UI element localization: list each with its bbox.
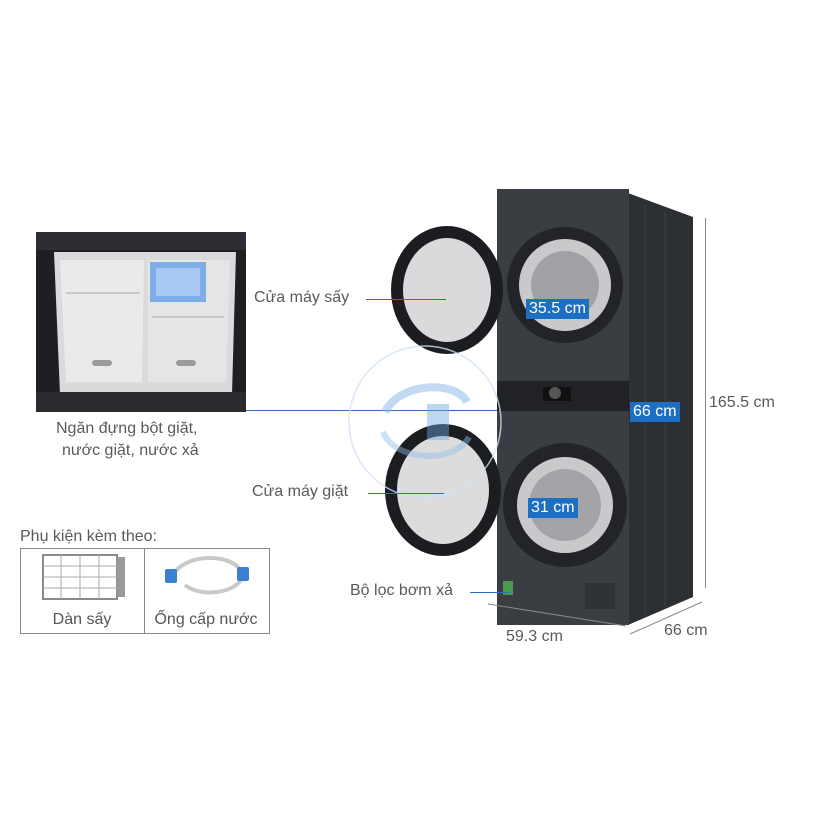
dryer-door-label: Cửa máy sấy <box>254 289 350 306</box>
accessory-water-hose-box <box>144 548 270 634</box>
width-dimension: 59.3 cm <box>506 628 563 645</box>
depth-front-dimension: 66 cm <box>630 402 680 422</box>
accessory-water-hose-label: Ống cấp nước <box>154 611 258 628</box>
water-hose-icon <box>165 556 249 595</box>
washer-door-label: Cửa máy giặt <box>252 483 349 500</box>
washer-dryer-illustration <box>385 185 715 640</box>
detergent-label-line2: nước giặt, nước xả <box>62 442 199 459</box>
detergent-leader-line <box>246 410 514 411</box>
height-dimension-line <box>705 218 706 588</box>
accessories-title: Phụ kiện kèm theo: <box>20 528 157 545</box>
dryer-rack-icon <box>42 554 125 600</box>
width-dimension-line <box>487 603 627 627</box>
drain-filter-label: Bộ lọc bơm xả <box>350 582 453 599</box>
accessory-dryer-rack-box <box>20 548 146 634</box>
watermark-logo <box>345 342 505 502</box>
dryer-door-leader <box>366 299 446 300</box>
drain-filter-leader <box>470 592 510 593</box>
dryer-drum-dimension: 35.5 cm <box>526 299 589 319</box>
washer-drum-dimension: 31 cm <box>528 498 578 518</box>
washer-door-leader <box>368 493 444 494</box>
detergent-label-line1: Ngăn đựng bột giặt, <box>56 420 198 437</box>
detergent-drawer-photo <box>36 232 246 412</box>
height-dimension: 165.5 cm <box>709 394 775 411</box>
side-depth-dimension-line <box>629 601 703 635</box>
side-depth-dimension: 66 cm <box>664 622 708 639</box>
accessory-dryer-rack-label: Dàn sấy <box>52 611 112 628</box>
